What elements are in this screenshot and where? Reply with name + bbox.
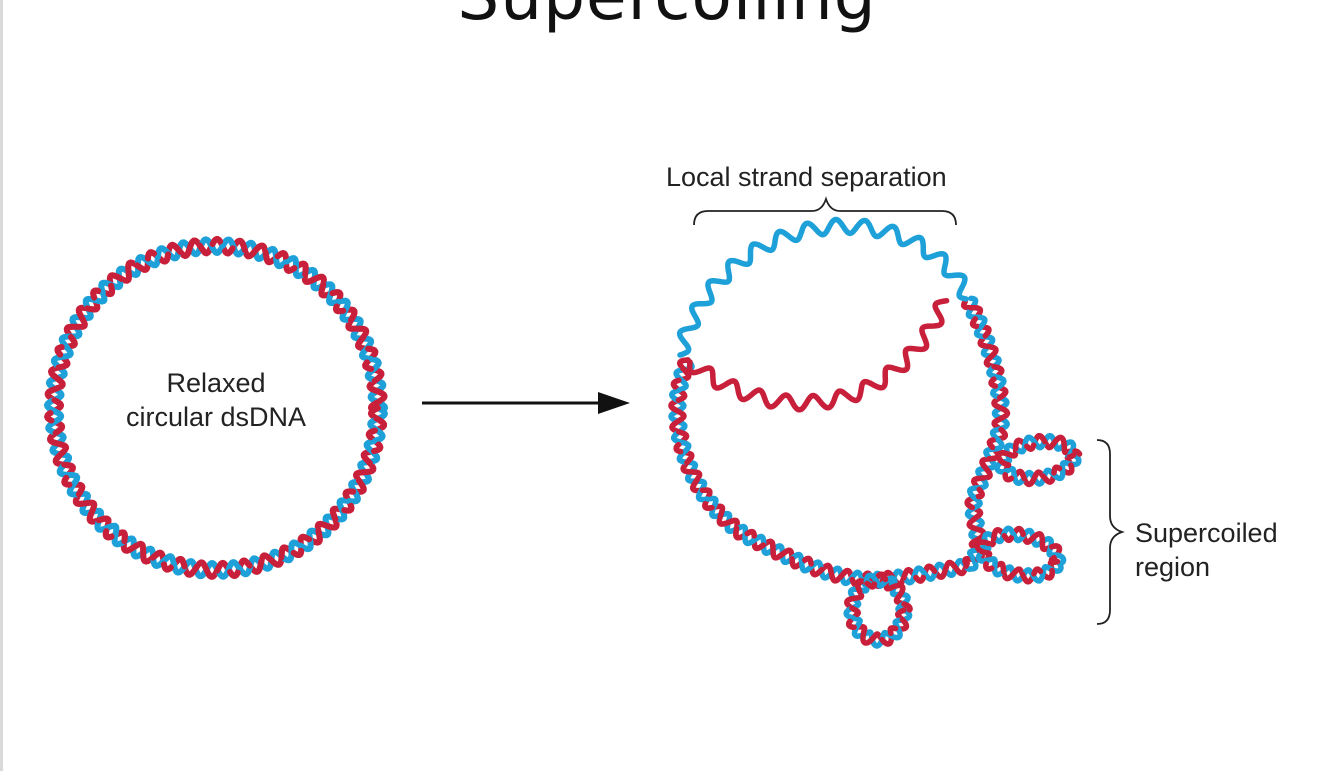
red-strand-overlap bbox=[995, 433, 1083, 488]
blue-strand bbox=[668, 295, 1010, 589]
red-strand-overlap bbox=[844, 571, 913, 647]
arrow-head bbox=[598, 392, 630, 414]
relaxed-circular-dna bbox=[44, 236, 388, 580]
red-strand-overlap bbox=[974, 525, 1063, 585]
supercoiled-dna bbox=[668, 216, 1083, 649]
transition-arrow bbox=[422, 392, 630, 414]
red-strand bbox=[668, 298, 1011, 590]
local-separation-bracket bbox=[693, 196, 957, 226]
relaxed-dna-label: Relaxed circular dsDNA bbox=[98, 366, 334, 434]
red-strand-overlap bbox=[44, 236, 388, 580]
red-strand-overlap bbox=[668, 298, 1011, 590]
local-strand-separation-label: Local strand separation bbox=[666, 162, 947, 192]
relaxed-label-line1: Relaxed bbox=[166, 368, 266, 398]
supercoiled-region-label: Supercoiled region bbox=[1135, 516, 1278, 584]
slide-title: Supercoiling bbox=[0, 0, 1334, 35]
brackets bbox=[693, 196, 1125, 625]
supercoiled-label-line2: region bbox=[1135, 552, 1211, 582]
relaxed-label-line2: circular dsDNA bbox=[125, 402, 307, 432]
slide-left-border bbox=[0, 0, 3, 771]
supercoiled-region-bracket bbox=[1096, 439, 1125, 625]
supercoiled-label-line1: Supercoiled bbox=[1135, 518, 1278, 548]
separated-blue-strand bbox=[676, 216, 969, 358]
separated-red-strand bbox=[686, 297, 950, 413]
